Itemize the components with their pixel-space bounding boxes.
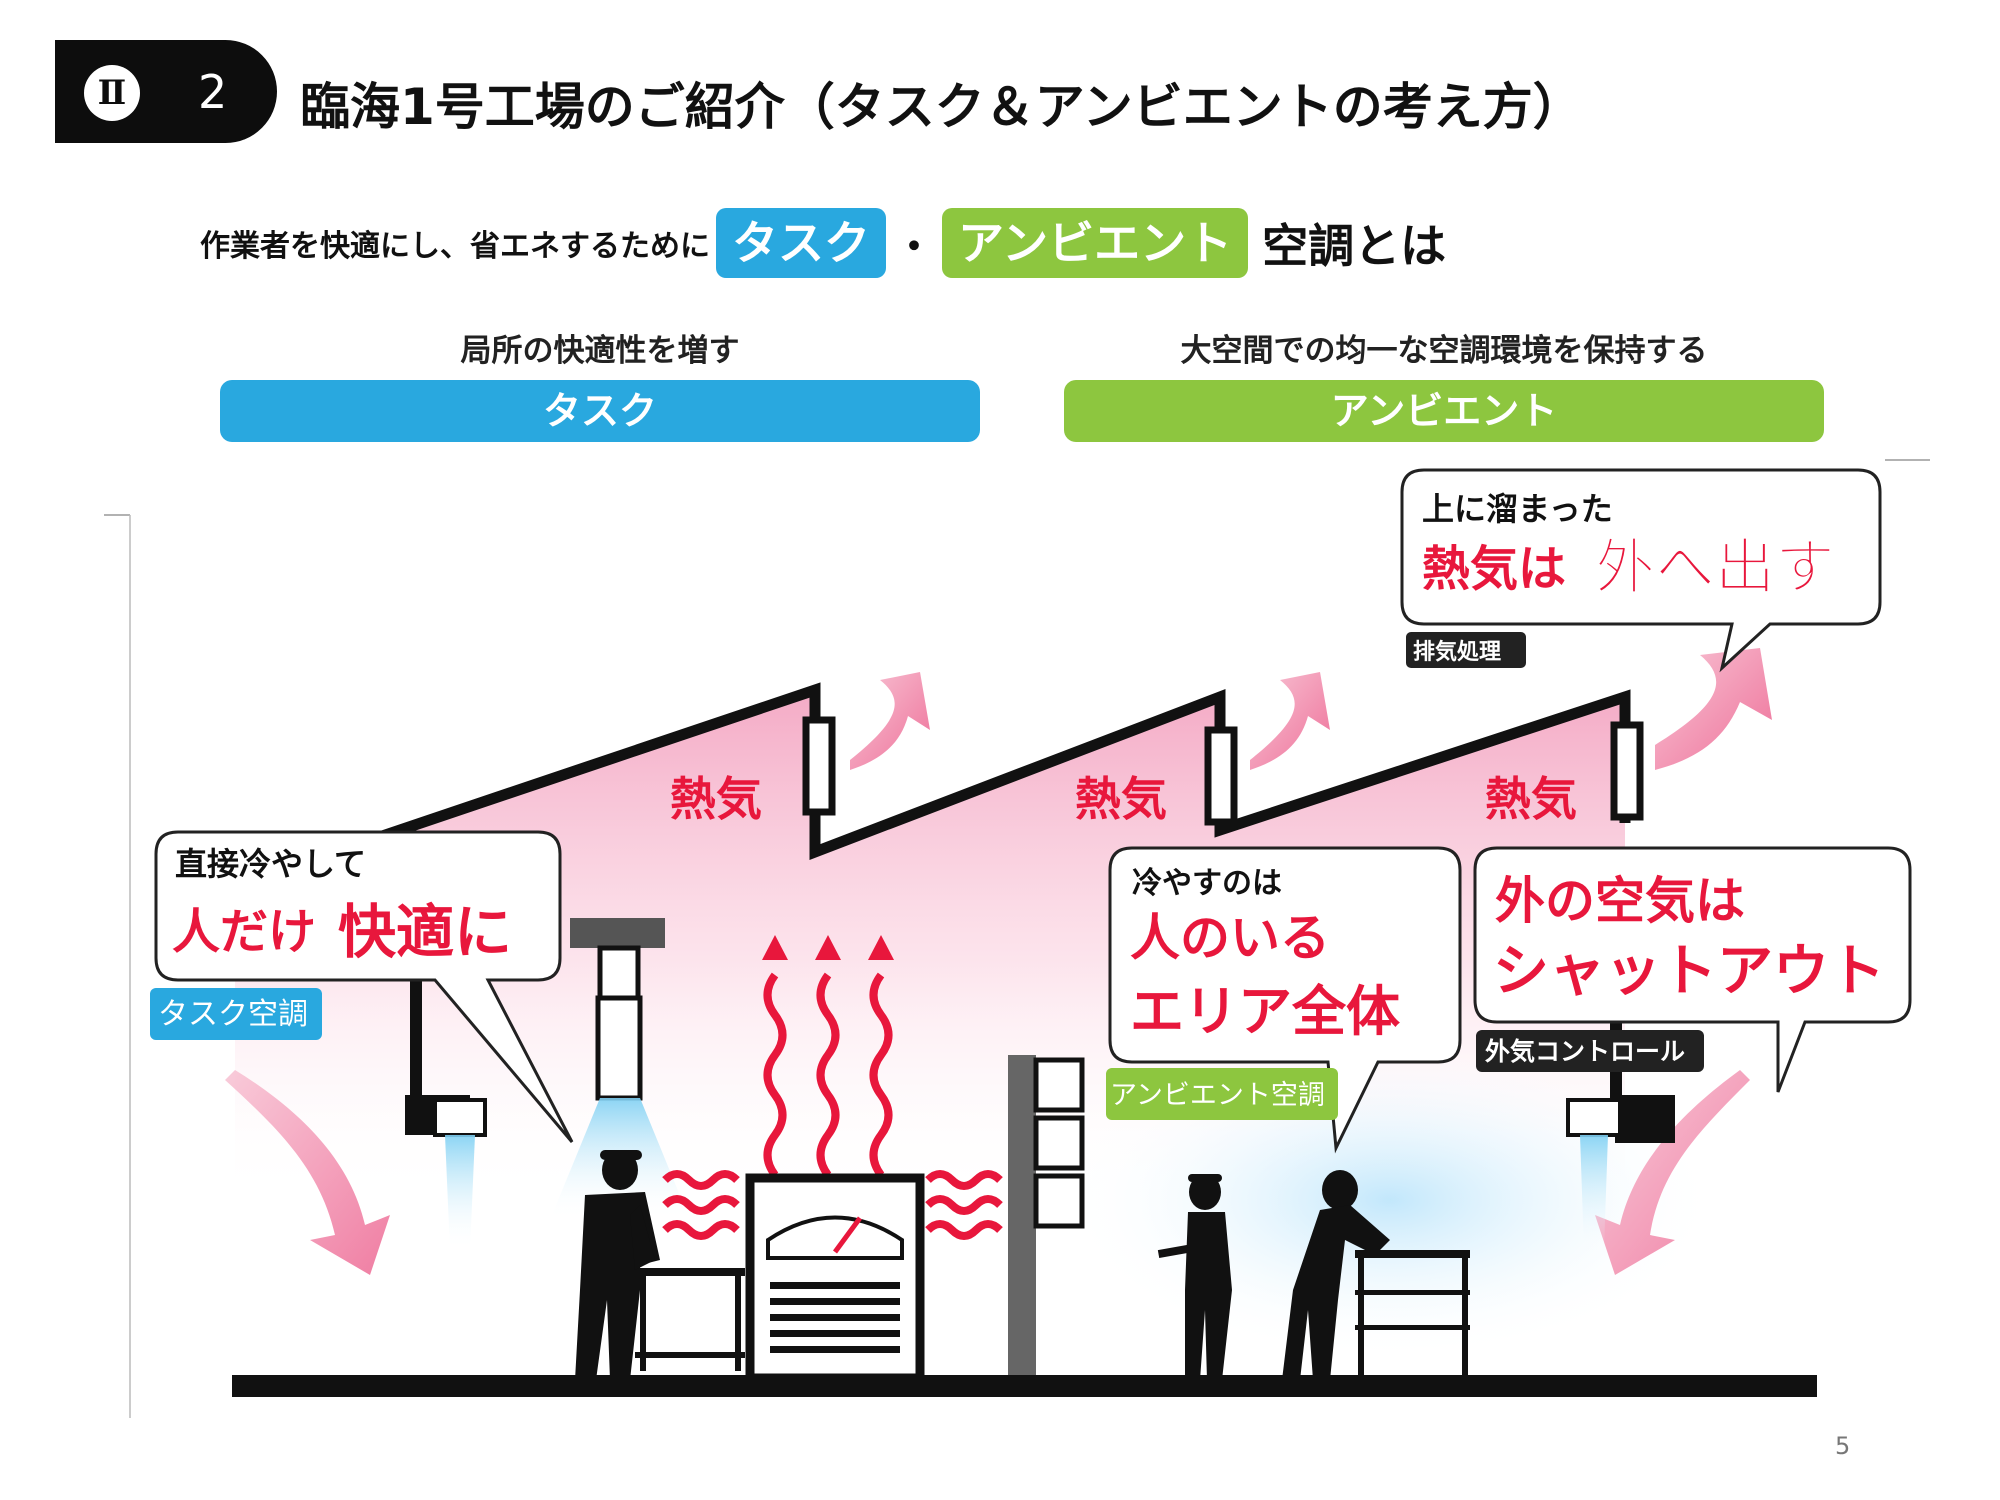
heat-label: 熱気: [1075, 772, 1167, 826]
factory-roof: [226, 682, 1631, 894]
bubble-line: 人だけ: [172, 904, 316, 960]
ambient-caption: 大空間での均一な空調環境を保持する: [1180, 333, 1708, 369]
worker-silhouette: [1157, 1174, 1232, 1380]
heat-label: 熱気: [670, 772, 762, 826]
speech-bubble-ambient: 冷やすのは 人のいる エリア全体 アンビエント空調: [1106, 846, 1462, 1154]
ambient-ac-tower: [1008, 1055, 1085, 1375]
speech-bubble-outside: 外の空気は シャットアウト 外気コントロール: [1473, 846, 1912, 1093]
outside-air-arrow-icons: [225, 1070, 1750, 1275]
bubble-line: 外の空気は: [1495, 872, 1745, 930]
page-title: 臨海1号工場のご紹介（タスク＆アンビエントの考え方）: [300, 78, 1583, 136]
factory-floor: [232, 1375, 1817, 1397]
exhaust-arrow-icons: [850, 648, 1772, 770]
worker-silhouette: [1282, 1170, 1390, 1380]
roof-vents: [802, 716, 1644, 826]
task-ac-unit: [405, 960, 487, 1250]
ambient-bar: アンビエント: [1064, 380, 1824, 442]
bubble-line: 人のいる: [1130, 909, 1330, 967]
page-number: 5: [1835, 1432, 1851, 1460]
section-number: 2: [198, 65, 228, 119]
subtitle-separator: ・: [894, 224, 934, 270]
task-pill: タスク: [716, 208, 886, 278]
task-ac-unit-right: [1566, 960, 1675, 1250]
cart-icon: [635, 1268, 745, 1371]
bubble-line: 外へ出す: [1595, 533, 1835, 603]
bubble-line: 快適に: [338, 898, 512, 966]
bubble-line: エリア全体: [1130, 980, 1400, 1043]
bubble-line: 直接冷やして: [175, 845, 366, 883]
bubble-line: 上に溜まった: [1422, 490, 1613, 528]
machine-icon: [745, 1173, 925, 1383]
subtitle-lead: 作業者を快適にし、省エネするために: [200, 229, 710, 264]
rising-heat-icon: [662, 935, 1003, 1240]
task-bar: タスク: [220, 380, 980, 442]
outside-air-tag: 外気コントロール: [1485, 1037, 1685, 1066]
speech-bubble-exhaust: 上に溜まった 熱気は 外へ出す 排気処理: [1400, 468, 1882, 673]
ambient-ac-tag: アンビエント空調: [1110, 1080, 1325, 1111]
task-caption: 局所の快適性を増す: [460, 333, 740, 369]
subtitle-tail: 空調とは: [1262, 219, 1447, 273]
section-roman-numeral: Ⅱ: [84, 65, 140, 121]
speech-bubble-task: 直接冷やして 人だけ 快適に タスク空調: [150, 830, 574, 1143]
bubble-line: 熱気は: [1422, 541, 1566, 597]
worker-silhouette: [575, 1150, 660, 1380]
ambient-pill: アンビエント: [942, 208, 1249, 278]
exhaust-tag: 排気処理: [1413, 639, 1501, 665]
subtitle: 作業者を快適にし、省エネするために タスク ・ アンビエント 空調とは: [200, 208, 1446, 278]
task-ac-tag: タスク空調: [158, 997, 308, 1032]
cart-icon: [1355, 1250, 1470, 1378]
bubble-line: 冷やすのは: [1132, 866, 1282, 901]
heat-label: 熱気: [1485, 772, 1577, 826]
bubble-line: シャットアウト: [1493, 939, 1885, 1004]
